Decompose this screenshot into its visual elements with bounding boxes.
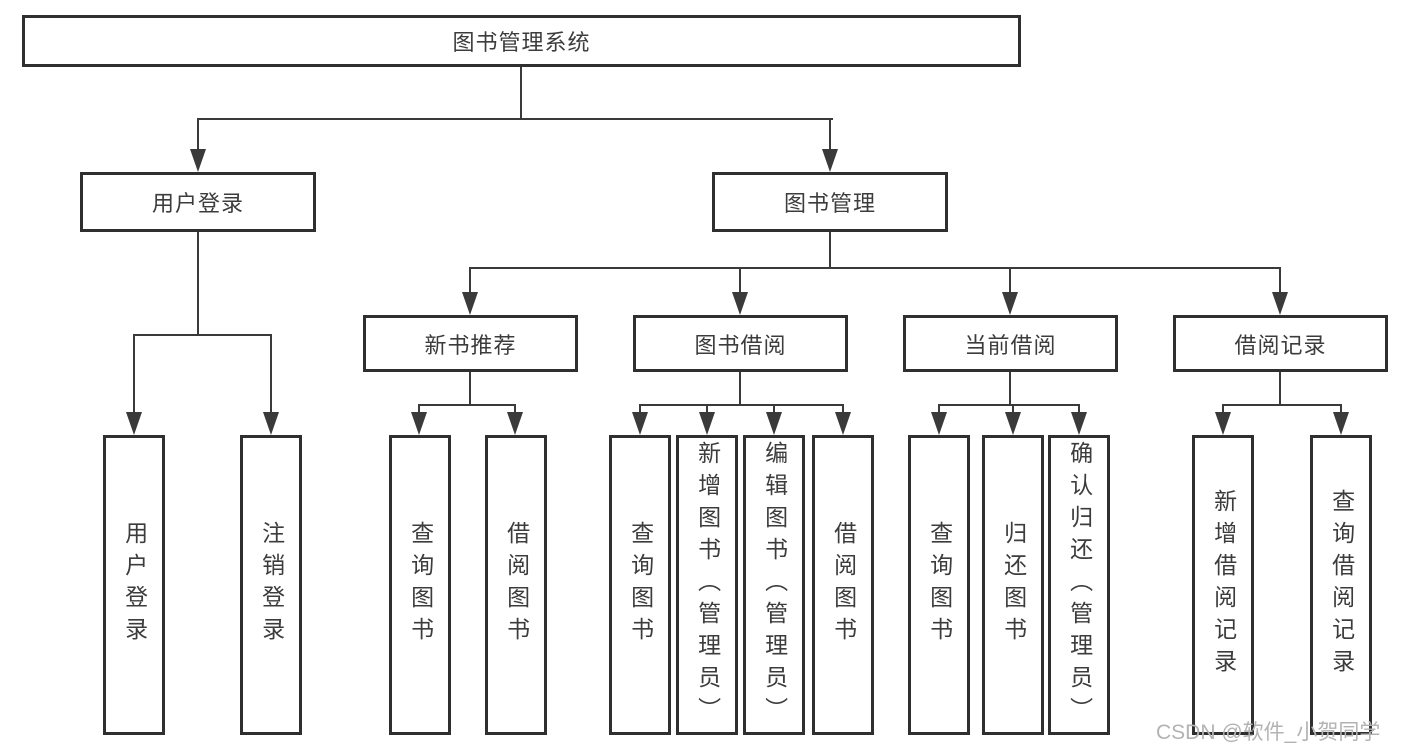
connector-new-book-split [418, 404, 516, 406]
node-user-login: 用户登录 [80, 172, 316, 232]
connector-stub [938, 404, 940, 414]
node-label: 借阅记录 [1234, 332, 1327, 358]
connector-user-login-split [133, 334, 272, 336]
arrow-down-icon [462, 292, 478, 315]
arrow-down-icon [632, 412, 648, 435]
connector-root-split [197, 118, 833, 120]
leaf-newbook-query-books: 查询图书 [389, 435, 451, 735]
leaf-label: 归还图书 [1000, 521, 1027, 649]
leaf-borrow-add-books-admin: 新增图书（管理员） [676, 435, 738, 735]
node-new-book-recommend: 新书推荐 [363, 315, 578, 372]
node-label: 当前借阅 [964, 332, 1057, 358]
arrow-down-icon [699, 412, 715, 435]
node-label: 新书推荐 [424, 332, 517, 358]
leaf-label: 查询图书 [407, 521, 434, 649]
leaf-label: 借阅图书 [830, 521, 857, 649]
csdn-watermark: CSDN @软件_小贺同学 [1156, 721, 1381, 744]
arrow-down-icon [1002, 292, 1018, 315]
connector-to-user-login [197, 118, 199, 152]
connector-stub [514, 404, 516, 414]
node-book-borrow: 图书借阅 [633, 315, 848, 372]
arrow-down-icon [822, 149, 838, 172]
leaf-label: 确认归还（管理员） [1066, 441, 1093, 729]
arrow-down-icon [1272, 292, 1288, 315]
leaf-borrow-edit-books-admin: 编辑图书（管理员） [743, 435, 805, 735]
arrow-down-icon [835, 412, 851, 435]
connector-stub [639, 404, 641, 414]
leaf-label: 新增借阅记录 [1210, 489, 1237, 681]
leaf-newbook-borrow-books: 借阅图书 [485, 435, 547, 735]
arrow-down-icon [1333, 412, 1349, 435]
leaf-borrow-borrow-books: 借阅图书 [812, 435, 874, 735]
connector-stub [842, 404, 844, 414]
connector-root-down [520, 66, 522, 120]
leaf-current-return-books: 归还图书 [982, 435, 1044, 735]
connector-to-leaf-user-login [133, 334, 135, 416]
arrow-down-icon [411, 412, 427, 435]
leaf-label: 注销登录 [258, 521, 285, 649]
connector-level3-split [469, 267, 1281, 269]
connector-stub [1078, 404, 1080, 414]
arrow-down-icon [732, 292, 748, 315]
arrow-down-icon [126, 412, 142, 435]
leaf-records-query-borrow-record: 查询借阅记录 [1310, 435, 1372, 735]
connector-stub [1012, 404, 1014, 414]
node-current-borrow: 当前借阅 [903, 315, 1118, 372]
leaf-user-login: 用户登录 [103, 435, 165, 735]
leaf-records-add-borrow-record: 新增借阅记录 [1192, 435, 1254, 735]
leaf-borrow-query-books: 查询图书 [609, 435, 671, 735]
leaf-label: 新增图书（管理员） [694, 441, 721, 729]
leaf-logout-login: 注销登录 [240, 435, 302, 735]
connector-stub [1222, 404, 1224, 414]
connector-current-borrow-down [1009, 370, 1011, 406]
arrow-down-icon [1071, 412, 1087, 435]
leaf-label: 用户登录 [121, 521, 148, 649]
connector-new-book-down [469, 370, 471, 406]
connector-to-borrow-records [1279, 267, 1281, 295]
node-borrow-records: 借阅记录 [1173, 315, 1388, 372]
leaf-current-confirm-return-admin: 确认归还（管理员） [1048, 435, 1110, 735]
connector-stub [418, 404, 420, 414]
connector-book-management-down [829, 230, 831, 269]
arrow-down-icon [190, 149, 206, 172]
connector-user-login-down [197, 230, 199, 336]
arrow-down-icon [1215, 412, 1231, 435]
connector-stub [706, 404, 708, 414]
connector-book-borrow-down [739, 370, 741, 406]
leaf-label: 查询图书 [627, 521, 654, 649]
arrow-down-icon [263, 412, 279, 435]
connector-to-current-borrow [1009, 267, 1011, 295]
arrow-down-icon [507, 412, 523, 435]
node-label: 图书借阅 [694, 332, 787, 358]
connector-to-book-management [829, 118, 831, 152]
leaf-label: 编辑图书（管理员） [761, 441, 788, 729]
node-label: 图书管理 [783, 191, 876, 216]
arrow-down-icon [766, 412, 782, 435]
node-label: 图书管理系统 [452, 30, 591, 55]
arrow-down-icon [931, 412, 947, 435]
node-root-book-management-system: 图书管理系统 [22, 15, 1021, 67]
connector-stub [773, 404, 775, 414]
leaf-label: 查询图书 [926, 521, 953, 649]
connector-current-borrow-split [938, 404, 1079, 406]
arrow-down-icon [1005, 412, 1021, 435]
leaf-label: 借阅图书 [503, 521, 530, 649]
connector-borrow-records-down [1279, 370, 1281, 406]
leaf-label: 查询借阅记录 [1328, 489, 1355, 681]
connector-to-book-borrow [739, 267, 741, 295]
node-book-management: 图书管理 [712, 172, 948, 232]
connector-to-leaf-logout [270, 334, 272, 416]
connector-borrow-records-split [1222, 404, 1341, 406]
connector-to-new-book-recommend [469, 267, 471, 295]
leaf-current-query-books: 查询图书 [908, 435, 970, 735]
connector-stub [1340, 404, 1342, 414]
connector-book-borrow-split [639, 404, 843, 406]
node-label: 用户登录 [151, 191, 244, 216]
